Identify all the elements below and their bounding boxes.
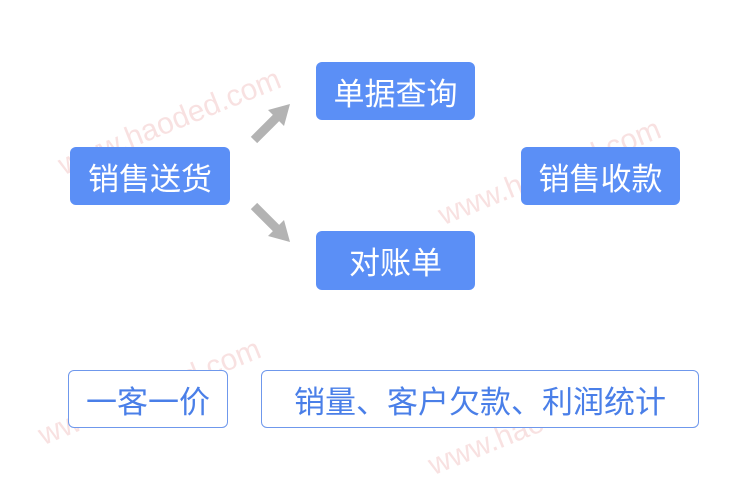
node-statement: 对账单 (316, 231, 475, 290)
node-document-query: 单据查询 (316, 62, 475, 120)
arrow-down-right-icon (250, 202, 290, 242)
tag-one-customer-one-price: 一客一价 (68, 370, 228, 428)
node-sales-delivery: 销售送货 (70, 147, 230, 205)
node-sales-collection: 销售收款 (521, 147, 680, 205)
arrow-up-right-icon (250, 104, 290, 144)
tag-sales-stats: 销量、客户欠款、利润统计 (261, 370, 699, 428)
